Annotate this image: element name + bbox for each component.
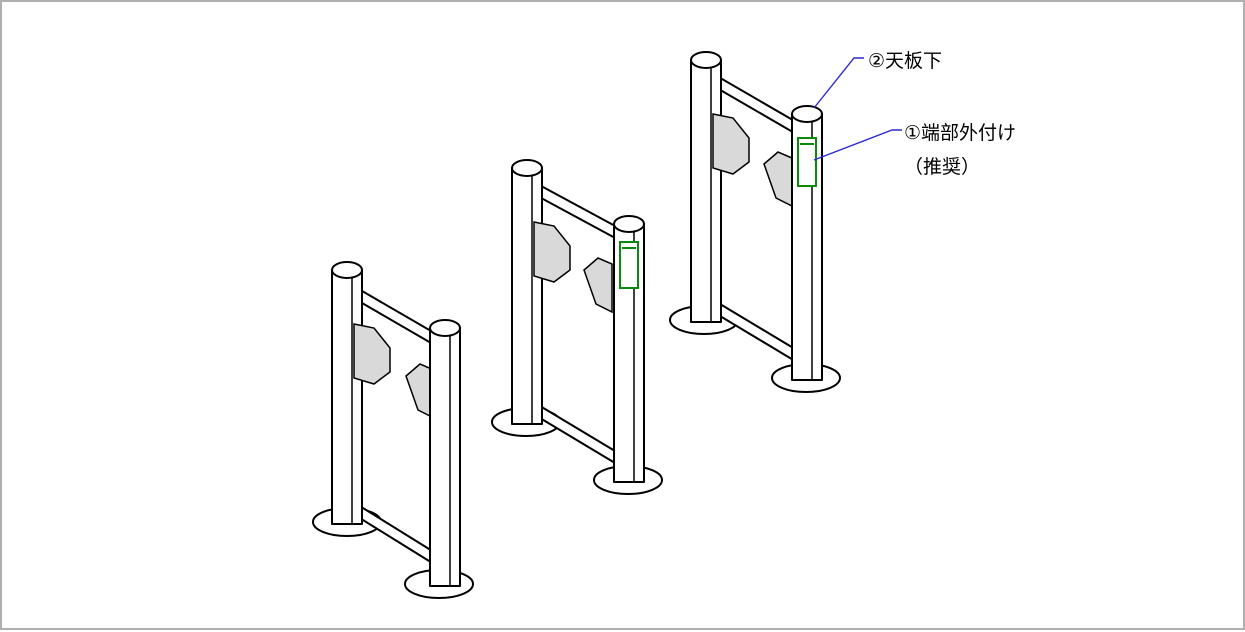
label-recommended: （推奨）: [904, 156, 981, 178]
label-under-top: ②天板下: [868, 50, 943, 72]
leader-line-under-top: [813, 57, 864, 109]
gate-without-reader: [312, 261, 474, 599]
top-plate: [791, 105, 823, 123]
card-reader-end: [797, 137, 817, 187]
label-end-external: ①端部外付け: [904, 122, 1017, 144]
leader-line-end-external: [813, 129, 902, 161]
card-reader-end: [619, 241, 639, 289]
gate-labelled: [669, 51, 841, 393]
gate-with-end-reader: [491, 159, 663, 495]
